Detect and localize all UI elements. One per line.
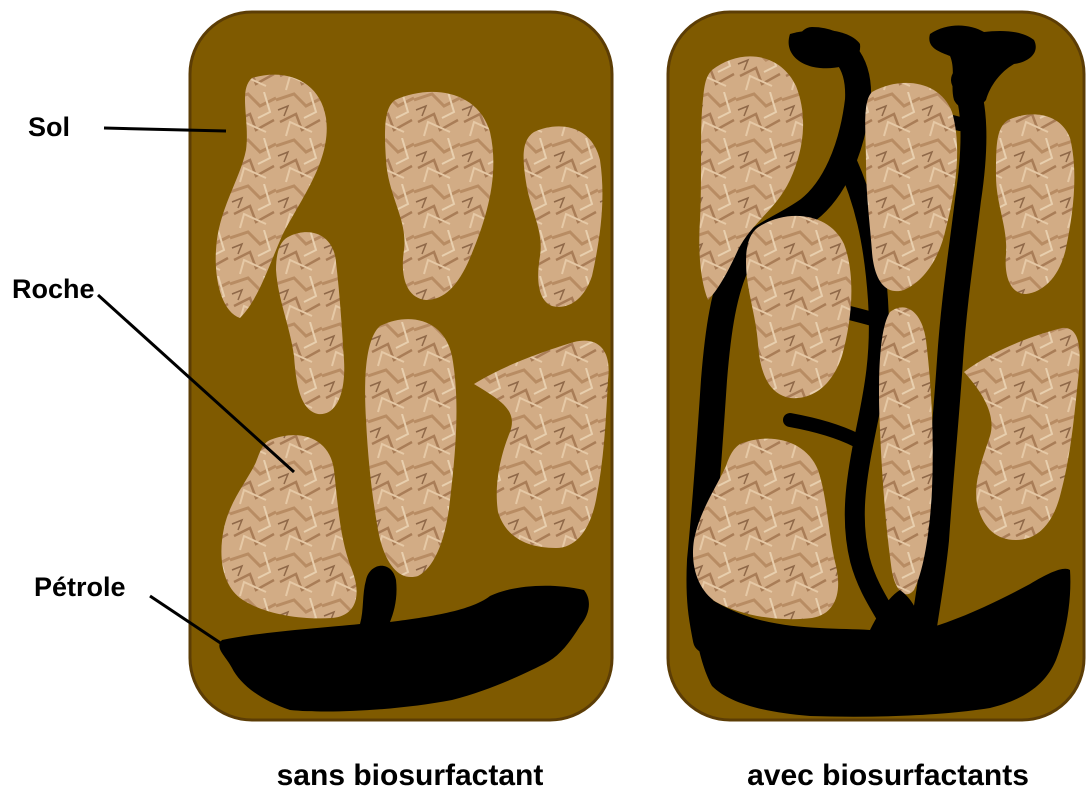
left-caption: sans biosurfactant — [277, 759, 544, 792]
rock-label: Roche — [12, 274, 95, 304]
left-panel — [190, 12, 612, 720]
oil-label: Pétrole — [34, 572, 126, 602]
right-caption: avec biosurfactants — [747, 759, 1029, 792]
soil-label: Sol — [28, 112, 70, 142]
right-panel — [668, 12, 1084, 720]
